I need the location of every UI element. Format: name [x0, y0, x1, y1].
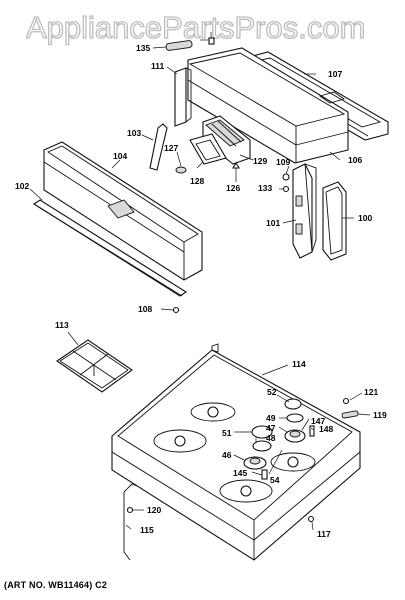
part-52-burner-cap	[284, 398, 302, 410]
label-51: 51	[222, 428, 232, 438]
label-129: 129	[253, 156, 267, 166]
label-114: 114	[292, 359, 306, 369]
part-48-burner-head	[252, 440, 272, 452]
art-number: (ART NO. WB11464) C2	[4, 580, 108, 590]
part-113-burner-grate	[56, 339, 133, 393]
label-106: 106	[348, 155, 362, 165]
label-111: 111	[151, 61, 165, 71]
label-46: 46	[222, 450, 232, 460]
label-133: 133	[258, 183, 272, 193]
label-54: 54	[270, 475, 280, 485]
label-52: 52	[267, 387, 277, 397]
label-127: 127	[164, 143, 178, 153]
part-145-spark-electrode	[261, 469, 268, 480]
part-120-screw	[126, 506, 134, 514]
part-135-clip	[165, 32, 215, 51]
part-102-trim-strip	[32, 199, 188, 297]
part-103-rod	[149, 123, 168, 171]
part-119-clip	[341, 410, 359, 419]
label-145: 145	[233, 468, 247, 478]
part-133-screw	[282, 185, 290, 193]
label-148: 148	[319, 424, 333, 434]
label-120: 120	[147, 505, 161, 515]
part-106-backsplash	[187, 47, 349, 164]
label-109: 109	[276, 157, 290, 167]
part-46-burner	[243, 456, 267, 470]
part-49-burner-head	[286, 413, 304, 423]
part-121-screw	[342, 397, 350, 405]
label-49: 49	[266, 413, 276, 423]
label-100: 100	[358, 213, 372, 223]
label-115: 115	[140, 525, 154, 535]
label-128: 128	[190, 176, 204, 186]
label-107: 107	[328, 69, 342, 79]
part-148-clip	[309, 425, 315, 437]
part-126-screw	[232, 161, 240, 182]
part-129-control-module	[202, 115, 251, 165]
label-104: 104	[113, 151, 127, 161]
label-47: 47	[266, 423, 276, 433]
label-108: 108	[138, 304, 152, 314]
label-135: 135	[136, 43, 150, 53]
part-47-burner	[284, 429, 306, 443]
label-117: 117	[317, 529, 331, 539]
part-115-rod	[123, 483, 138, 561]
part-127-spacer	[175, 166, 187, 174]
label-103: 103	[127, 128, 141, 138]
part-104-control-panel	[43, 141, 203, 281]
part-111-side-bracket	[174, 67, 192, 127]
label-113: 113	[55, 320, 69, 330]
part-128-plate	[189, 133, 227, 165]
part-labels: 107 135 111 103 104 127 129 128 109 106 …	[15, 43, 387, 539]
label-121: 121	[364, 387, 378, 397]
part-108-screw	[172, 306, 180, 314]
label-101: 101	[266, 218, 280, 228]
watermark-text: AppliancePartsPros.com	[26, 10, 365, 45]
label-102: 102	[15, 181, 29, 191]
label-147: 147	[311, 416, 325, 426]
label-48: 48	[266, 433, 276, 443]
label-126: 126	[226, 183, 240, 193]
part-100-end-cap	[322, 181, 347, 261]
part-101-side-bracket	[292, 163, 317, 259]
part-109-screw	[282, 173, 290, 181]
label-119: 119	[373, 410, 387, 420]
watermark-logo: AppliancePartsPros.com	[26, 9, 366, 45]
leader-lines	[29, 39, 371, 531]
part-117-screw	[307, 515, 315, 523]
